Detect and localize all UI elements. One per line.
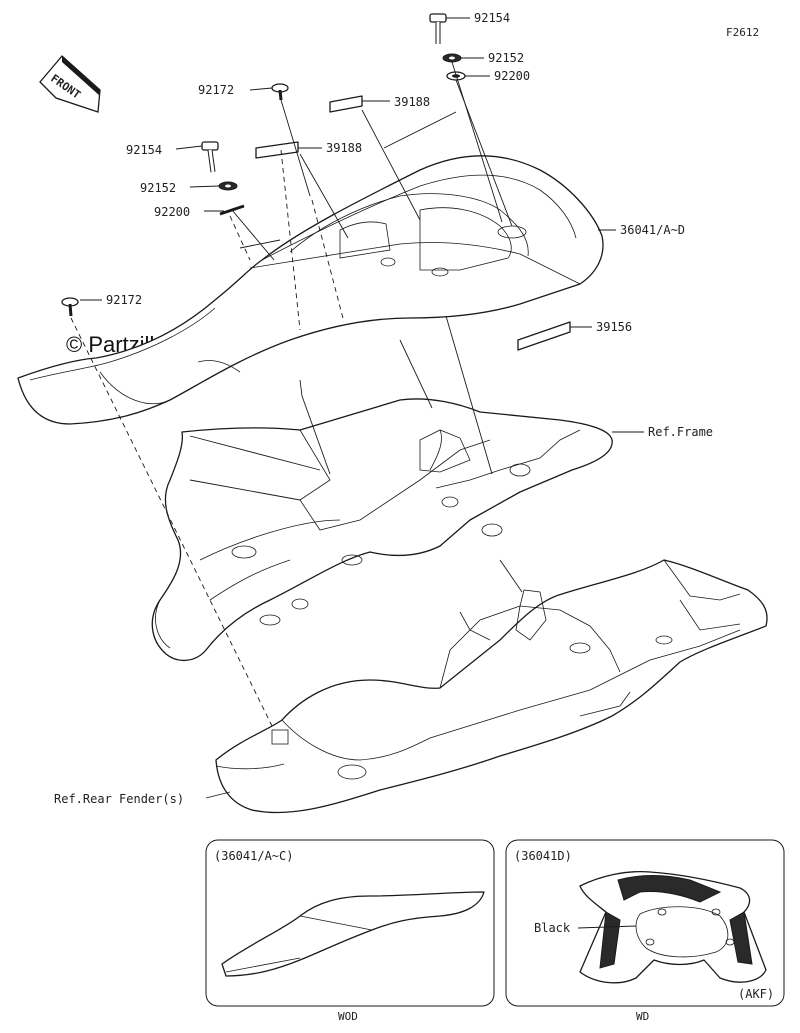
frame-ref-assembly: [151, 398, 613, 661]
inset-right-header: (36041D): [514, 849, 572, 863]
callout-36041: 36041/A~D: [620, 223, 685, 237]
callout-92200-top: 92200: [494, 69, 530, 83]
figure-code: F2612: [726, 26, 759, 39]
bolt-left-icon: [201, 141, 219, 173]
inset-left-header: (36041/A~C): [214, 849, 293, 863]
callout-92172-upper: 92172: [198, 83, 234, 97]
seat-cover-assembly: [17, 155, 604, 425]
inset-left-footer: WOD: [338, 1010, 358, 1023]
callout-39156: 39156: [596, 320, 632, 334]
front-arrow-icon: FRONT: [39, 55, 101, 113]
callout-ref-frame: Ref.Frame: [648, 425, 713, 439]
callout-92172-lower: 92172: [106, 293, 142, 307]
leader-lines: [70, 17, 644, 799]
callout-39188-lower: 39188: [326, 141, 362, 155]
inset-right-tag: (AKF): [738, 987, 774, 1001]
washer-left-icon: [218, 181, 238, 191]
washer-top-icon: [442, 53, 462, 63]
inset-right-panel: (36041D) Black (AKF) WD: [505, 839, 785, 1023]
decal-39156-icon: [517, 321, 571, 351]
decal-39188-upper-icon: [329, 95, 363, 113]
callout-92154-left: 92154: [126, 143, 162, 157]
callout-39188-upper: 39188: [394, 95, 430, 109]
callout-92152-left: 92152: [140, 181, 176, 195]
bolt-top-icon: [429, 13, 447, 44]
callout-92152-top: 92152: [488, 51, 524, 65]
rear-fender-ref-assembly: [215, 559, 768, 814]
callout-92154-top: 92154: [474, 11, 510, 25]
inset-right-note-black: Black: [534, 921, 571, 935]
screw-92172-lower-icon: [61, 297, 79, 317]
callout-ref-rear-fender: Ref.Rear Fender(s): [54, 792, 184, 806]
inset-right-footer: WD: [636, 1010, 649, 1023]
decal-39188-lower-icon: [255, 141, 299, 159]
inset-left-panel: (36041/A~C) WOD: [205, 839, 495, 1023]
callout-92200-left: 92200: [154, 205, 190, 219]
screw-92172-upper-icon: [271, 83, 289, 101]
